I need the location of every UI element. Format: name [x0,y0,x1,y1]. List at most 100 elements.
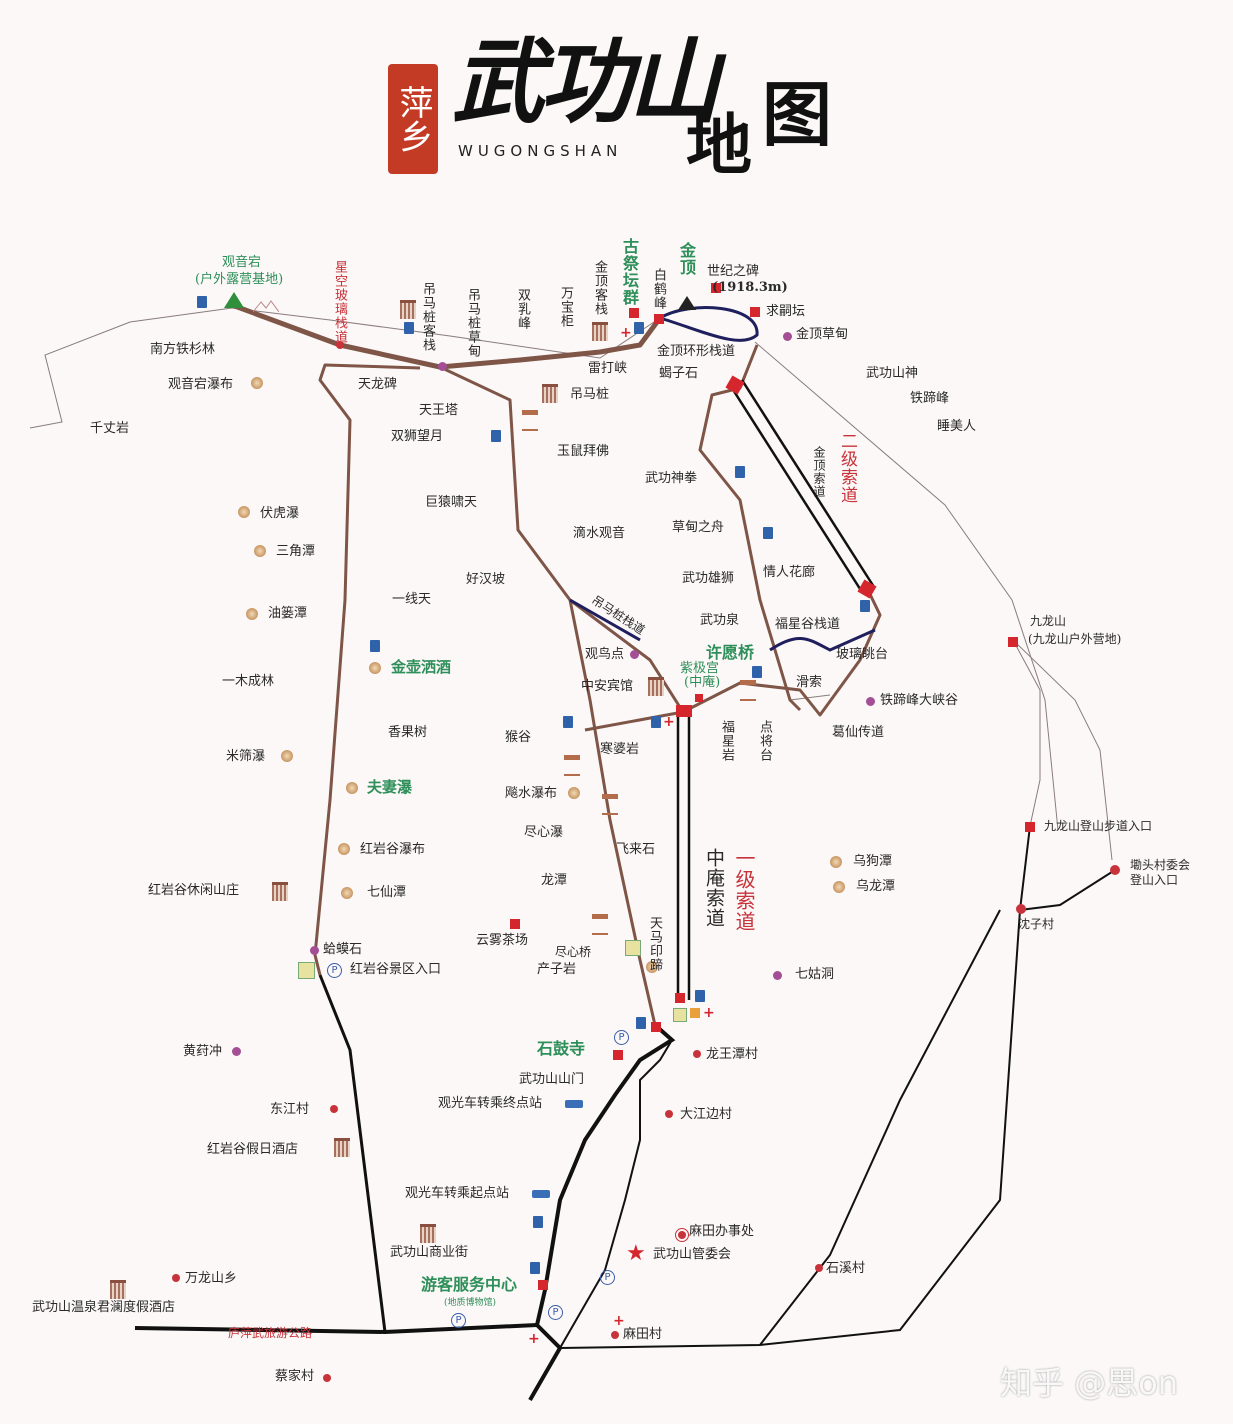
waterfall-icon [346,782,358,794]
label-shigu: 石鼓寺 [537,1039,586,1058]
visitor-center-marker [538,1280,548,1290]
label-matian-office: 麻田办事处 [689,1224,755,1239]
hotel-icon [648,677,664,696]
label-caijia: 蔡家村 [275,1369,315,1384]
road-shixi [759,909,1001,1346]
waterfall-icon [238,506,250,518]
label-longwang: 龙王潭村 [706,1047,759,1062]
toilet-icon [370,640,380,652]
label-hanpo: 寒婆岩 [600,742,640,757]
cable-station-marker [675,993,685,1003]
cableway-2-b [740,379,876,588]
label-spa: 武功山温泉君澜度假酒店 [32,1300,176,1315]
label-wgquan: 武功泉 [700,613,740,628]
entrance-gate-icon [298,962,315,979]
trail-west-loop [313,363,421,976]
label-shenzi: 沈子村 [1018,917,1055,931]
hotel-icon [592,322,608,341]
label-jinxin-bridge: 尽心桥 [555,945,592,959]
label-caodian: 草甸之舟 [672,520,725,535]
label-altitude: (1918.3m) [712,280,788,295]
label-dishui: 滴水观音 [573,526,626,541]
label-jd-meadow: 金顶草甸 [796,327,849,342]
label-jiulong-trail: 九龙山登山步道入口 [1044,819,1153,833]
toilet-icon [651,716,661,728]
label-mishai: 米筛瀑 [226,749,266,764]
parking-icon: P [614,1030,629,1045]
label-gate: 武功山山门 [519,1072,585,1087]
boundary-line-east [754,341,1059,831]
label-jd-loop: 金顶环形栈道 [657,344,736,359]
pavilion-icon [522,410,538,431]
village-dot [665,1110,673,1118]
waterfall-icon [338,843,350,855]
label-hyg-resort: 红岩谷休闲山庄 [148,883,240,898]
summit-icon [678,296,696,310]
label-xuyuan: 许愿桥 [706,643,755,662]
label-longtan: 龙潭 [541,873,568,888]
label-shenquan: 武功神拳 [645,471,698,486]
poi-dot [232,1047,241,1056]
road-kantou [1019,869,1116,911]
label-zhongan-hotel: 中安宾馆 [581,679,634,694]
label-dongjiang: 东江村 [270,1102,310,1117]
station-marker [629,308,639,318]
pavilion-icon [564,755,580,776]
trail-zhongan [569,598,685,713]
road-east [559,825,1031,1349]
label-jinhu: 金壶洒酒 [391,658,452,676]
entrance-gate-icon [673,1008,687,1022]
star-icon: ★ [626,1241,646,1266]
first-aid-icon: + [703,1005,715,1021]
label-jinxin: 尽心瀑 [524,825,564,840]
poi-dot [783,332,792,341]
mountain-icon [252,297,280,313]
label-bus-end: 观光车转乘终点站 [438,1096,543,1111]
village-dot [1110,865,1120,875]
label-zipline: 滑索 [796,675,823,690]
label-jiulong: 九龙山 [1030,614,1067,628]
waterfall-icon [251,377,263,389]
label-wanbao: 万宝柜 [558,286,573,328]
poi-dot [866,697,875,706]
first-aid-icon: + [620,325,632,341]
label-wugou: 乌狗潭 [853,854,893,869]
village-dot [815,1264,823,1272]
label-tianlong: 天龙碑 [358,377,398,392]
label-jinding: 金顶 [677,242,696,276]
hotel-icon [542,384,558,403]
entrance-gate-icon [625,940,641,956]
station-marker [695,694,703,702]
label-shixi: 石溪村 [826,1261,866,1276]
title-map-char-2: 图 [762,73,832,156]
waterfall-icon [830,856,842,868]
label-shuangshi: 双狮望月 [391,429,444,444]
label-glass: 玻璃眺台 [836,647,889,662]
label-wanlong: 万龙山乡 [185,1271,238,1286]
trailhead-marker [1025,822,1035,832]
label-xingkong-glass-walkway: 星空玻璃栈道 [332,260,347,344]
label-camp: (户外露营基地) [195,272,284,287]
label-hyg-entry: 红岩谷景区入口 [350,962,442,977]
label-haohan: 好汉坡 [466,572,506,587]
label-sanjiao: 三角潭 [276,544,316,559]
label-committee: 武功山管委会 [653,1247,732,1262]
label-baihe: 白鹤峰 [651,268,666,310]
camp-tent-icon [224,292,244,308]
label-yimu: 一木成林 [222,674,275,689]
waterfall-icon [281,750,293,762]
label-youlou: 油篓潭 [268,606,308,621]
label-qingren: 情人花廊 [763,565,816,580]
label-qianzhang: 千丈岩 [90,421,130,436]
label-diaomazhuang: 吊马桩 [570,387,610,402]
label-gexian: 葛仙传道 [832,725,885,740]
label-shen: 武功山神 [866,366,919,381]
label-jd-inn: 金顶客栈 [592,260,607,316]
label-jd-cable: 金顶索道 [812,446,826,498]
watermark-zhihu: 知乎 @思on [1000,1364,1179,1402]
label-wulong: 乌龙潭 [856,879,896,894]
village-dot [172,1274,180,1282]
waterfall-icon [369,662,381,674]
road-highway [134,1323,538,1335]
